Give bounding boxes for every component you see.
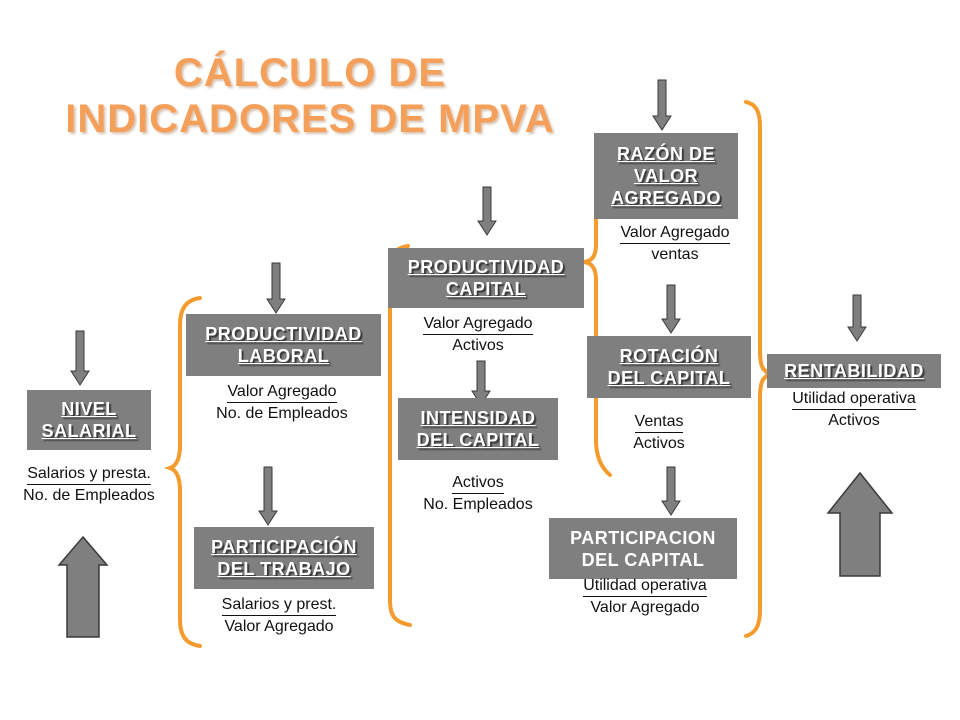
box-label: PRODUCTIVIDAD LABORAL [205, 324, 362, 366]
up-arrow-icon [57, 535, 109, 638]
formula-denominator: Activos [828, 412, 880, 429]
box-label: RAZÓN DE VALOR AGREGADO [610, 144, 721, 208]
formula-denominator: Valor Agregado [224, 618, 334, 635]
formula-denominator: No. Empleados [423, 496, 533, 513]
box-label: PARTICIPACION DEL CAPITAL [570, 527, 716, 570]
formula-denominator: Activos [633, 435, 685, 452]
up-arrow-icon [826, 471, 894, 577]
formula-numerator: Utilidad operativa [583, 576, 707, 597]
down-arrow-icon [847, 294, 867, 342]
formula-numerator: Valor Agregado [227, 382, 337, 403]
brace-left-labor [163, 296, 202, 648]
box-label: ROTACIÓN DEL CAPITAL [607, 346, 731, 388]
formula-participacion-capital: Utilidad operativa Valor Agregado [564, 575, 726, 619]
formula-denominator: Valor Agregado [590, 599, 700, 616]
formula-numerator: Ventas [634, 412, 684, 433]
formula-denominator: No. de Empleados [23, 487, 155, 504]
formula-numerator: Salarios y presta. [27, 464, 151, 485]
formula-productividad-capital: Valor Agregado Activos [398, 313, 558, 357]
formula-numerator: Utilidad operativa [792, 389, 916, 410]
formula-rotacion-capital: Ventas Activos [604, 411, 714, 455]
formula-numerator: Valor Agregado [620, 223, 730, 244]
down-arrow-icon [652, 79, 672, 131]
formula-rentabilidad: Utilidad operativa Activos [772, 388, 936, 432]
formula-denominator: Activos [452, 337, 504, 354]
box-participacion-capital: PARTICIPACION DEL CAPITAL [549, 518, 737, 579]
formula-nivel-salarial: Salarios y presta. No. de Empleados [4, 463, 174, 507]
box-rotacion-capital: ROTACIÓN DEL CAPITAL [587, 336, 751, 398]
formula-denominator: No. de Empleados [216, 405, 348, 422]
down-arrow-icon [477, 186, 497, 236]
box-nivel-salarial: NIVEL SALARIAL [27, 390, 151, 450]
box-label: PRODUCTIVIDAD CAPITAL [407, 257, 565, 299]
formula-productividad-laboral: Valor Agregado No. de Empleados [192, 381, 372, 425]
box-label: NIVEL SALARIAL [41, 399, 137, 441]
formula-participacion-trabajo: Salarios y prest. Valor Agregado [194, 594, 364, 638]
formula-razon-valor-agregado: Valor Agregado ventas [600, 222, 750, 266]
box-label: RENTABILIDAD [784, 361, 924, 381]
formula-numerator: Salarios y prest. [221, 595, 337, 616]
box-participacion-trabajo: PARTICIPACIÓN DEL TRABAJO [194, 527, 374, 589]
box-productividad-laboral: PRODUCTIVIDAD LABORAL [186, 314, 381, 376]
box-productividad-capital: PRODUCTIVIDAD CAPITAL [388, 248, 584, 308]
page-title: CÁLCULO DE INDICADORES DE MPVA [65, 51, 555, 141]
box-label: INTENSIDAD DEL CAPITAL [416, 408, 540, 450]
down-arrow-icon [661, 284, 681, 334]
formula-intensidad-capital: Activos No. Empleados [400, 472, 556, 516]
down-arrow-icon [266, 262, 286, 314]
formula-numerator: Valor Agregado [423, 314, 533, 335]
down-arrow-icon [661, 466, 681, 516]
box-intensidad-capital: INTENSIDAD DEL CAPITAL [398, 398, 558, 460]
formula-numerator: Activos [452, 473, 504, 494]
formula-denominator: ventas [651, 246, 699, 263]
box-rentabilidad: RENTABILIDAD [767, 354, 941, 388]
down-arrow-icon [70, 330, 90, 386]
down-arrow-icon [258, 466, 278, 526]
box-label: PARTICIPACIÓN DEL TRABAJO [211, 537, 357, 579]
box-razon-valor-agregado: RAZÓN DE VALOR AGREGADO [594, 133, 738, 219]
